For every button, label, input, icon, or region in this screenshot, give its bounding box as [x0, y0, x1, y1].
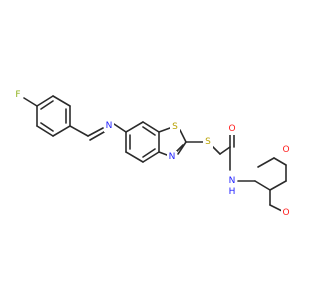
bond-inner: [142, 126, 156, 136]
atom-label-h: H: [229, 187, 236, 197]
bond: [142, 151, 160, 163]
bond: [257, 157, 275, 168]
bond-double: [175, 144, 184, 153]
atom-label-bg: [170, 121, 180, 133]
bond-inner: [40, 100, 54, 110]
bond: [179, 129, 187, 143]
bond: [273, 157, 287, 166]
atom-label-bg: [227, 186, 237, 198]
bond-double: [89, 131, 105, 141]
atom-label-bg: [281, 207, 291, 219]
bond-inner: [142, 148, 156, 158]
atom-label-n1: N: [106, 121, 113, 131]
atom-label-bg: [104, 120, 114, 132]
bond: [158, 151, 168, 156]
bond-lines: [23, 95, 287, 214]
bond: [211, 145, 221, 155]
atom-label-nh: N: [229, 176, 236, 186]
atom-label-bg: [227, 123, 237, 135]
atom-label-f: F: [15, 90, 20, 100]
atom-label-bg: [281, 144, 291, 156]
atom-label-s1: S: [172, 122, 178, 132]
bond: [36, 95, 54, 107]
bond: [52, 125, 71, 137]
bond: [269, 180, 287, 191]
bond: [52, 95, 71, 107]
atom-label-bg: [13, 89, 23, 101]
bond: [158, 127, 171, 133]
atom-label-n2: N: [169, 152, 176, 162]
atom-label-bg: [167, 151, 177, 163]
atom-label-bg: [203, 136, 213, 148]
bond: [125, 151, 144, 163]
bond: [125, 121, 144, 133]
bond: [23, 97, 38, 107]
atom-label-bg: [227, 175, 237, 187]
bond: [87, 127, 104, 137]
atom-label-o3: O: [282, 208, 289, 218]
atom-label-s2: S: [205, 137, 211, 147]
atom-label-o1: O: [228, 124, 235, 134]
bond: [142, 121, 160, 133]
bond: [69, 125, 89, 137]
bond: [36, 125, 54, 137]
bond: [219, 146, 231, 155]
bond-inner: [40, 122, 54, 132]
bond: [177, 141, 187, 155]
atom-label-o2: O: [282, 145, 289, 155]
bond: [254, 180, 271, 191]
bond: [113, 123, 127, 133]
